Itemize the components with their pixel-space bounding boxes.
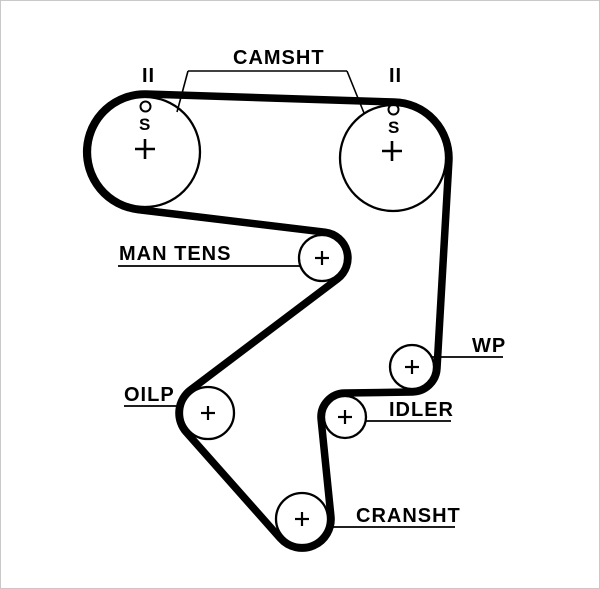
camsht-right-pointer-line	[346, 70, 365, 114]
cam-right-s-mark: S	[388, 118, 399, 137]
camsht-leader-lines	[176, 70, 365, 114]
cam-right-timing-bars: II	[389, 65, 402, 87]
cam-left-s-mark: S	[139, 115, 150, 134]
oilp-label: OILP	[124, 384, 175, 406]
component-labels: MAN TENS WP OILP IDLER CRANSHT	[118, 243, 506, 528]
cam-left-hole-icon	[139, 100, 152, 113]
oilp-cross-icon	[201, 406, 215, 420]
timing-belt	[82, 90, 453, 552]
idler-cross-icon	[338, 410, 352, 424]
cam-left-cross-icon	[135, 139, 155, 159]
man-tens-label: MAN TENS	[119, 243, 231, 265]
man-tens-cross-icon	[315, 251, 329, 265]
cransht-label: CRANSHT	[356, 505, 461, 527]
wp-label: WP	[472, 335, 506, 357]
cam-left-timing-bars: II	[142, 65, 155, 87]
cransht-cross-icon	[295, 512, 309, 526]
camsht-label: CAMSHT	[233, 47, 325, 69]
camsht-left-pointer-line	[176, 70, 189, 113]
cam-right-hole-icon	[387, 103, 400, 116]
timing-marks: II II S S	[135, 65, 419, 526]
cam-right-cross-icon	[382, 141, 402, 161]
wp-cross-icon	[405, 360, 419, 374]
idler-label: IDLER	[389, 399, 454, 421]
